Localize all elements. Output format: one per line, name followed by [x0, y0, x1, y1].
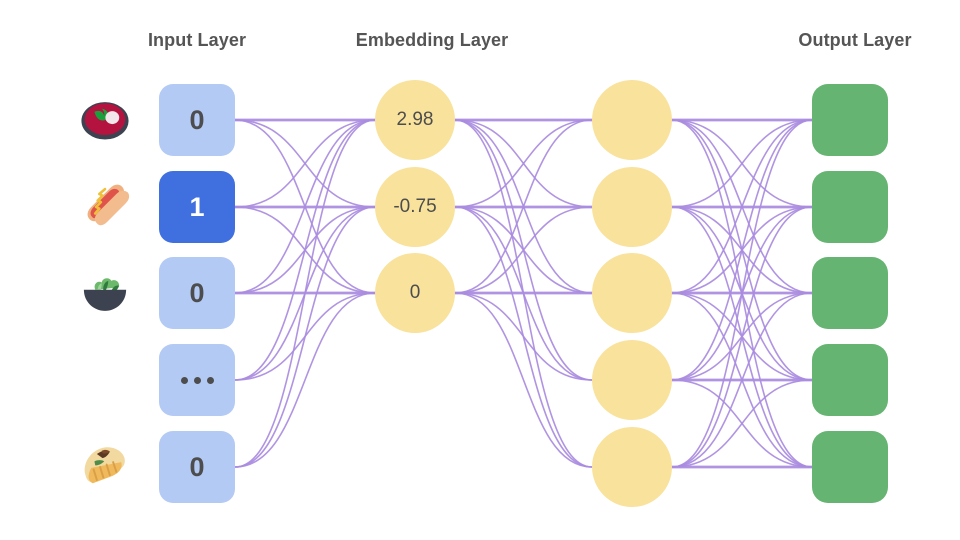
output-node-1[interactable] [812, 84, 888, 156]
edge-input-5-to-embedding-3 [234, 292, 376, 468]
edge-input-4-to-embedding-1 [234, 119, 376, 381]
edge-hidden-5-to-output-4 [671, 379, 813, 468]
embedding-node-1[interactable]: 2.98 [375, 80, 455, 160]
output-node-5[interactable] [812, 431, 888, 503]
layer-title-input: Input Layer [147, 30, 247, 50]
embedding-node-3[interactable]: 0 [375, 253, 455, 333]
hidden-node-2[interactable] [592, 167, 672, 247]
output-node-2[interactable] [812, 171, 888, 243]
edge-hidden-2-to-output-1 [671, 119, 813, 208]
edge-embedding-2-to-hidden-1 [454, 119, 593, 208]
input-node-5[interactable]: 0 [159, 431, 235, 503]
edge-input-3-to-embedding-1 [234, 119, 376, 294]
edge-input-2-to-embedding-1 [234, 119, 376, 208]
embedding-node-value: -0.75 [393, 196, 437, 217]
edge-hidden-3-to-output-1 [671, 119, 813, 294]
input-node-value: 1 [189, 191, 205, 222]
edge-embedding-3-to-hidden-4 [454, 292, 593, 381]
layer-title-output: Output Layer [798, 30, 912, 50]
layer-title-embedding: Embedding Layer [355, 30, 509, 50]
input-node-value: 0 [189, 104, 205, 135]
hidden-node-1[interactable] [592, 80, 672, 160]
edge-hidden-5-to-output-1 [671, 119, 813, 468]
input-node-4[interactable] [159, 344, 235, 416]
edge-input-5-to-embedding-2 [234, 206, 376, 468]
edge-embedding-3-to-hidden-1 [454, 119, 593, 294]
cut-of-meat-emoji [77, 92, 133, 148]
input-node-2[interactable]: 1 [159, 171, 235, 243]
hidden-node-3[interactable] [592, 253, 672, 333]
input-node-value: 0 [189, 277, 205, 308]
hot-dog-emoji [77, 179, 133, 235]
burrito-emoji [77, 439, 133, 495]
hidden-node-4[interactable] [592, 340, 672, 420]
green-salad-emoji [77, 265, 133, 321]
ellipsis-icon [180, 376, 214, 384]
output-node-3[interactable] [812, 257, 888, 329]
input-node-value: 0 [189, 451, 205, 482]
edge-embedding-3-to-hidden-5 [454, 292, 593, 468]
hidden-node-5[interactable] [592, 427, 672, 507]
input-node-3[interactable]: 0 [159, 257, 235, 329]
edge-embedding-3-to-hidden-2 [454, 206, 593, 294]
embedding-node-value: 2.98 [396, 109, 434, 130]
edge-hidden-5-to-output-2 [671, 206, 813, 468]
output-node-4[interactable] [812, 344, 888, 416]
edge-hidden-5-to-output-3 [671, 292, 813, 468]
input-node-1[interactable]: 0 [159, 84, 235, 156]
embedding-node-value: 0 [409, 282, 421, 303]
edge-input-5-to-embedding-1 [234, 119, 376, 468]
embedding-node-2[interactable]: -0.75 [375, 167, 455, 247]
edge-hidden-4-to-output-1 [671, 119, 813, 381]
